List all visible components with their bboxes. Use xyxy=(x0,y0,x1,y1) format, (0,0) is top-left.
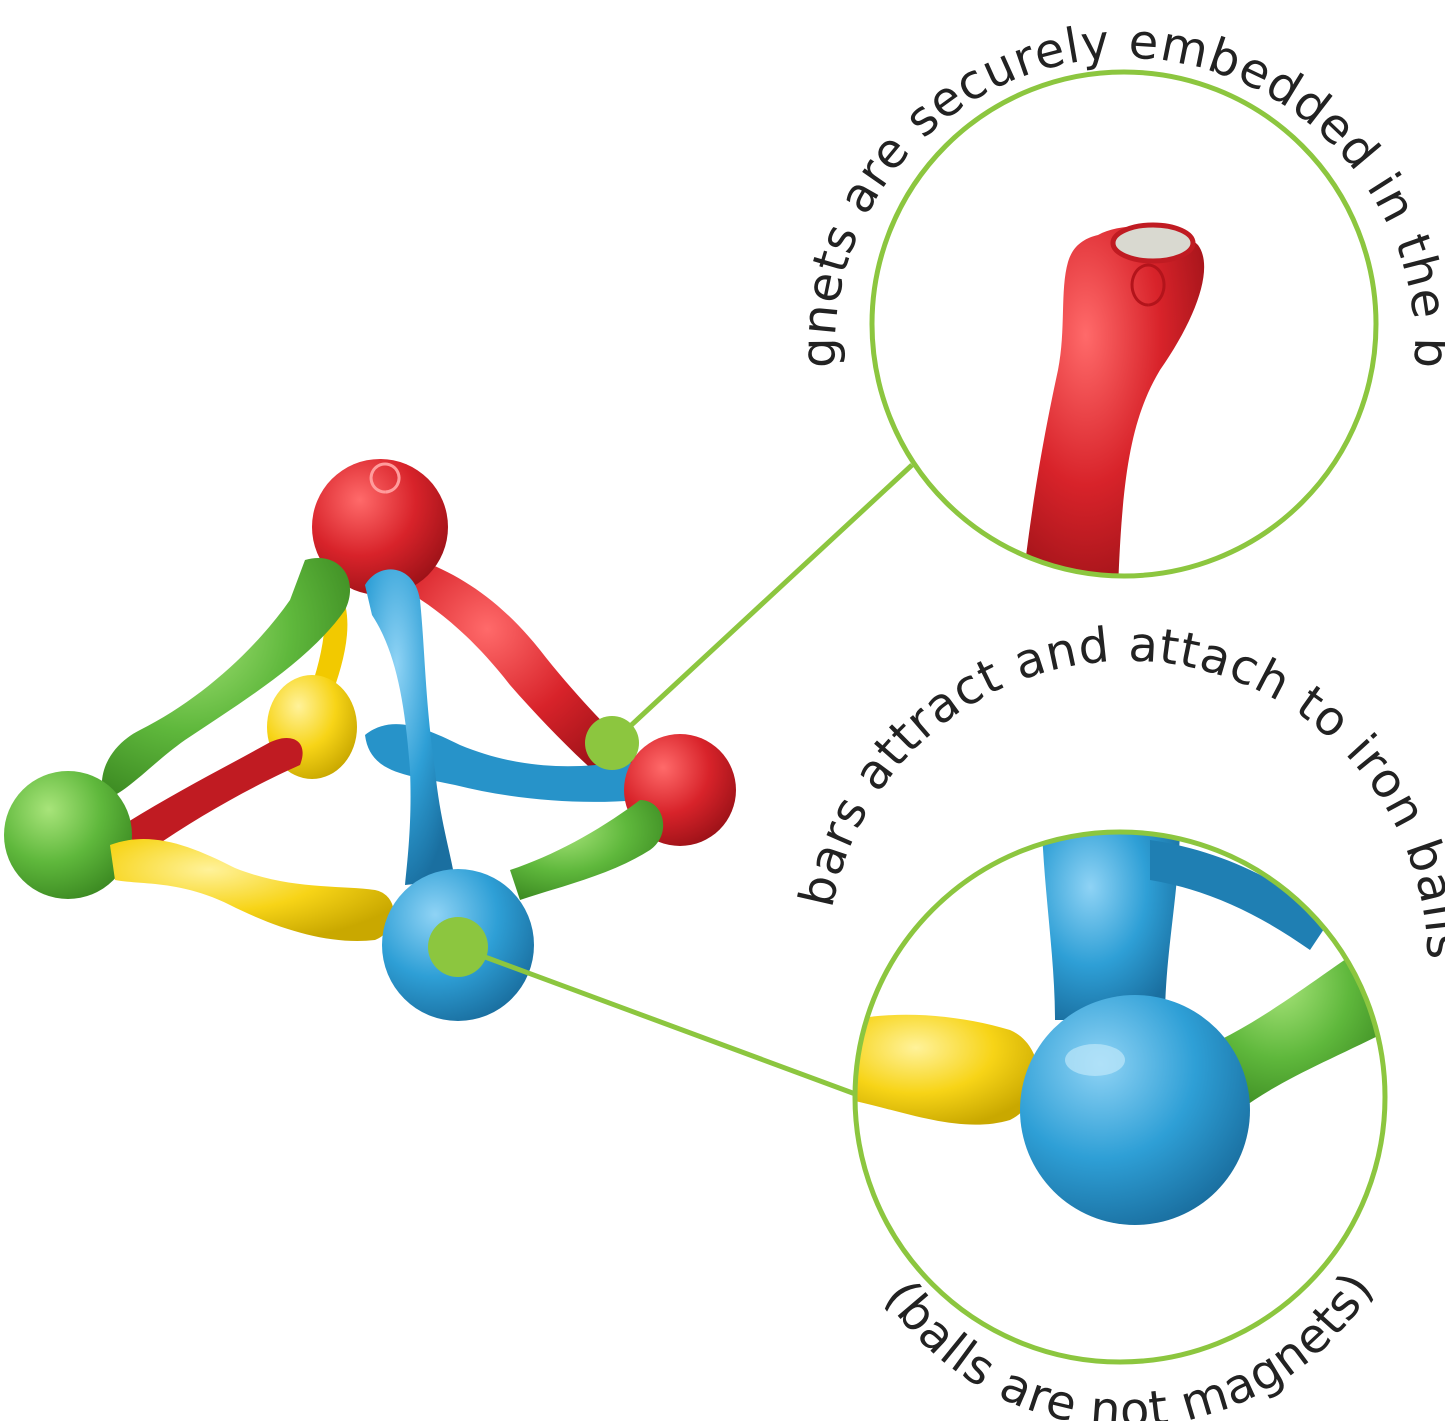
bottom-callout-dot xyxy=(428,917,488,977)
bottom-callout-leader-line xyxy=(457,944,859,1098)
red-bar-right xyxy=(405,560,640,790)
blue-bar-vertical xyxy=(365,569,455,885)
blue-bar-horizontal xyxy=(365,724,640,802)
green-bar-left xyxy=(101,558,351,800)
top-callout-circle xyxy=(869,69,1379,579)
green-bar-right xyxy=(510,800,664,900)
bottom-callout-circle xyxy=(852,829,1388,1365)
green-ball-left xyxy=(4,771,132,899)
bottom-callout-zoom-image xyxy=(855,832,1385,1362)
top-callout-zoom-image xyxy=(872,72,1376,576)
top-callout-dot xyxy=(585,716,639,770)
top-callout-leader-line xyxy=(610,463,914,745)
magnetic-toy-pyramid xyxy=(4,459,736,1021)
red-bar-left xyxy=(115,737,303,850)
yellow-bar-bottom xyxy=(110,838,394,941)
red-ball-top xyxy=(312,459,448,595)
